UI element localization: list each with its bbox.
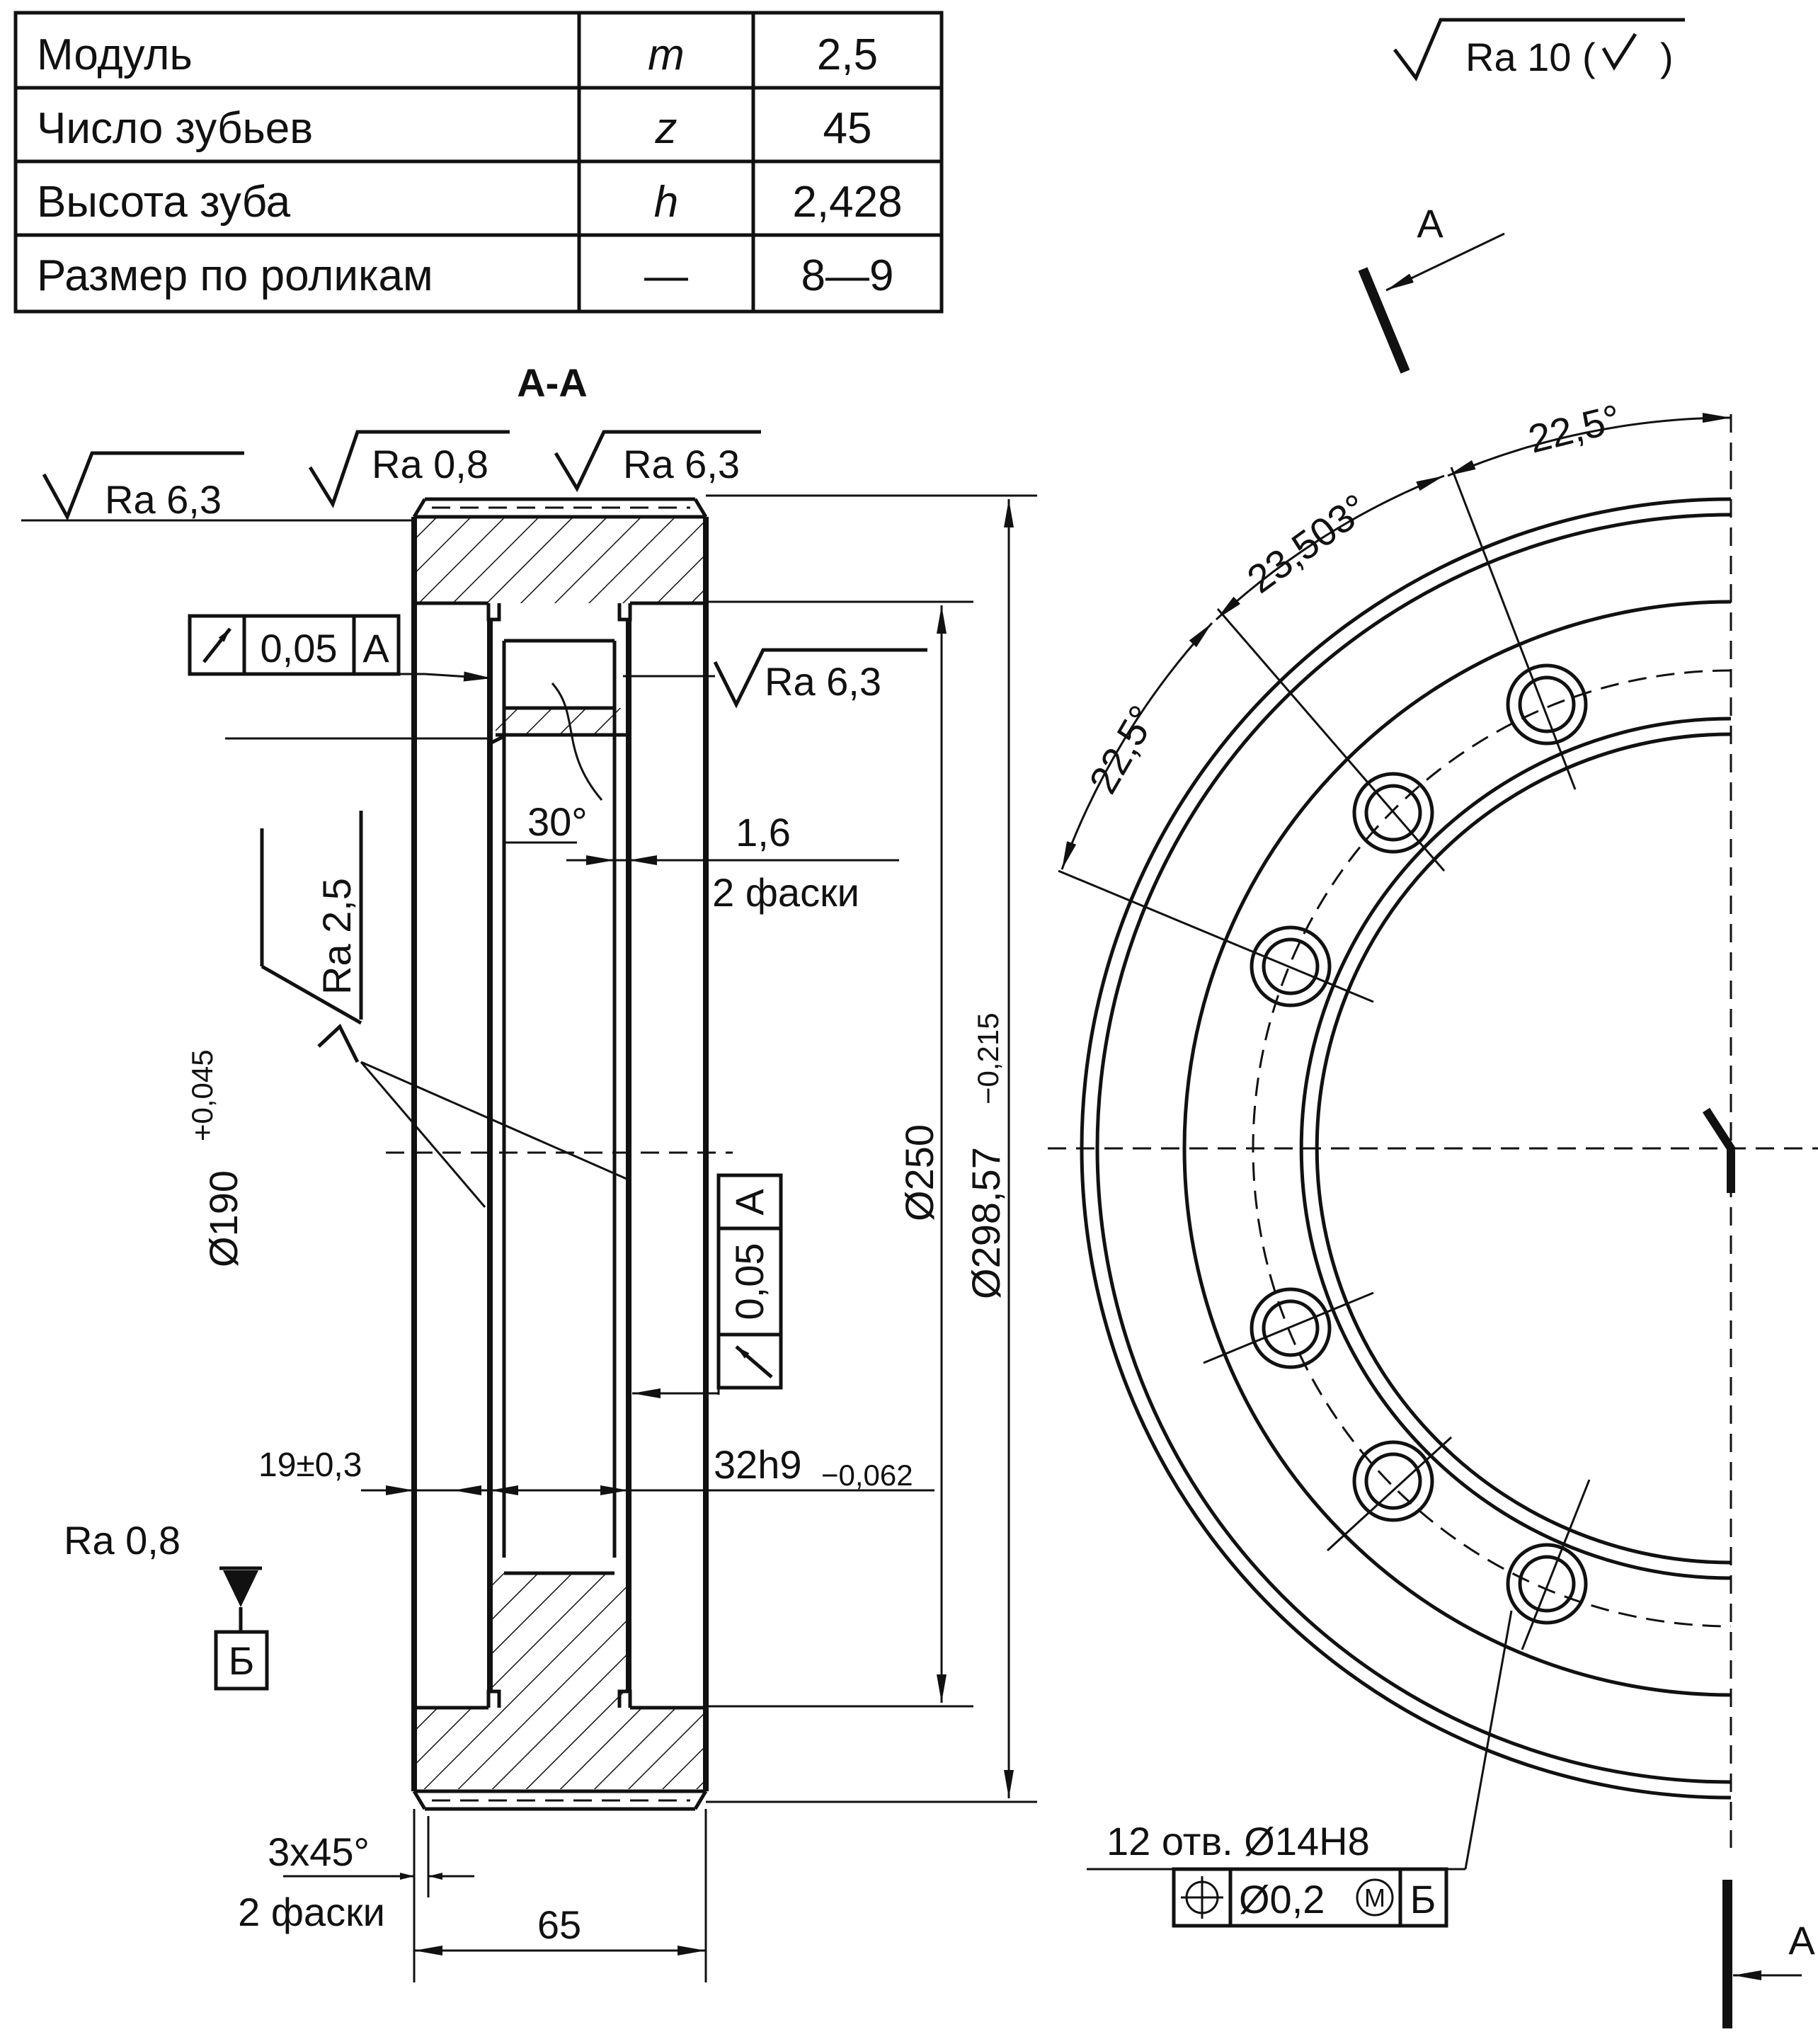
chamfer-outer-dimension: 3x45° 2 фаски [238, 1829, 474, 1934]
hole [1506, 663, 1588, 746]
dimension-outer-dia: Ø298,57 −0,215 [964, 499, 1014, 1798]
section-cut-top: А [1358, 201, 1505, 374]
table-row-symbol: m [648, 30, 685, 79]
position-tolerance-icon [1181, 1876, 1223, 1919]
datum-b-label: Б [229, 1638, 255, 1683]
dimension-hub-dia: Ø250 [897, 605, 947, 1703]
hole [1250, 1287, 1332, 1369]
roughness-top-right: Ra 6,3 [554, 430, 761, 493]
bore-tol-text: +0,045 [185, 1049, 219, 1141]
table-row-value: 2,5 [817, 30, 878, 79]
roughness-left: Ra 6,3 [42, 451, 244, 522]
runout-top-datum: А [362, 626, 389, 670]
table-row-symbol: z [655, 104, 678, 153]
hole [1506, 1543, 1588, 1625]
datum-triangle-icon [223, 1570, 258, 1607]
roughness-top-mid-text: Ra 0,8 [372, 442, 488, 486]
hub-width-text: 32h9 [714, 1442, 802, 1487]
table-row-value: 8—9 [801, 251, 894, 300]
dimension-width: 65 [414, 1902, 706, 1955]
angle-30-text: 30° [527, 799, 588, 844]
section-mark-bottom: А [1788, 1918, 1815, 1963]
dimension-bore: Ø190 +0,045 [185, 1049, 246, 1267]
position-tol-modifier: M [1364, 1883, 1385, 1912]
roughness-left-text: Ra 6,3 [105, 477, 222, 522]
section-cut-bottom: А [1722, 1880, 1815, 2028]
angle-annotation: 30° [504, 683, 603, 844]
chamfer-inner-note: 2 фаски [712, 870, 859, 915]
angle-first-text: 22,5° [1524, 396, 1625, 462]
runout-right-value: 0,05 [727, 1243, 772, 1320]
general-roughness-text: Ra 10 ( [1465, 35, 1596, 79]
position-tol-value: Ø0,2 [1239, 1877, 1325, 1922]
chamfer-outer-size: 3x45° [268, 1829, 370, 1874]
table-row-name: Модуль [37, 30, 193, 79]
dimension-hub-offset: 19±0,3 [258, 1446, 934, 1495]
table-row-name: Число зубьев [37, 104, 313, 153]
runout-frame-right: А 0,05 [632, 1173, 783, 1398]
runout-top-value: 0,05 [261, 626, 338, 670]
roughness-hub-text: Ra 6,3 [765, 659, 881, 704]
roughness-check-icon [1601, 33, 1637, 71]
runout-arrow-icon [202, 627, 231, 663]
table-row-name: Размер по роликам [37, 251, 433, 300]
holes-note-text: 12 отв. Ø14H8 [1107, 1819, 1370, 1863]
table-row-symbol: — [644, 251, 688, 300]
roughness-bore: Ra 2,5 [260, 811, 627, 1208]
max-material-icon [1356, 1878, 1394, 1917]
hub-width-tol: −0,062 [821, 1458, 913, 1492]
end-view [1048, 414, 1818, 1848]
general-roughness-sign: Ra 10 ( ) [1393, 18, 1685, 81]
outer-tol-text: −0,215 [971, 1012, 1005, 1104]
section-view [21, 494, 1037, 1982]
outer-dia-text: Ø298,57 [964, 1147, 1008, 1299]
table-row-symbol: h [654, 178, 678, 227]
hub-offset-text: 19±0,3 [258, 1446, 362, 1484]
table-row-value: 45 [823, 104, 872, 153]
holes-callout: 12 отв. Ø14H8 Ø0,2 M Б [1087, 1610, 1513, 1928]
section-mark-top: А [1417, 201, 1443, 246]
dimension-hub-width: 32h9 −0,062 [714, 1442, 913, 1492]
datum-b-roughness: Ra 0,8 [64, 1518, 181, 1563]
datum-b: Ra 0,8 Б [64, 1518, 269, 1691]
runout-right-datum: А [727, 1189, 772, 1216]
parameters-table: Модуль m 2,5 Число зубьев z 45 Высота зу… [13, 11, 944, 314]
position-tol-datum: Б [1410, 1877, 1436, 1922]
width-text: 65 [537, 1902, 581, 1947]
angle-third-text: 22,5° [1080, 698, 1165, 801]
runout-arrow-icon [735, 1345, 773, 1378]
chamfer-outer-note: 2 фаски [238, 1890, 385, 1934]
table-row-value: 2,428 [792, 178, 902, 227]
hole [1352, 772, 1434, 854]
roughness-hub: Ra 6,3 [623, 648, 927, 709]
runout-frame-top: 0,05 А [188, 614, 493, 682]
hub-dia-text: Ø250 [897, 1124, 942, 1221]
roughness-top-mid: Ra 0,8 [308, 430, 510, 508]
chamfer-inner-dimension: 1,6 2 фаски [566, 810, 899, 915]
table-row-name: Высота зуба [37, 178, 291, 227]
angle-second-text: 23,503° [1239, 485, 1376, 602]
roughness-top-right-text: Ra 6,3 [623, 442, 740, 486]
hole [1250, 925, 1332, 1007]
general-roughness-close: ) [1660, 35, 1674, 79]
angular-dimensions: 22,5° 23,503° 22,5° [1060, 396, 1732, 870]
chamfer-inner-size: 1,6 [736, 810, 791, 855]
section-title: А-А [517, 360, 588, 405]
section-cut-mid [1702, 1107, 1735, 1193]
roughness-bore-text: Ra 2,5 [314, 878, 359, 995]
hole [1352, 1440, 1434, 1522]
bore-dia-text: Ø190 [201, 1170, 246, 1267]
